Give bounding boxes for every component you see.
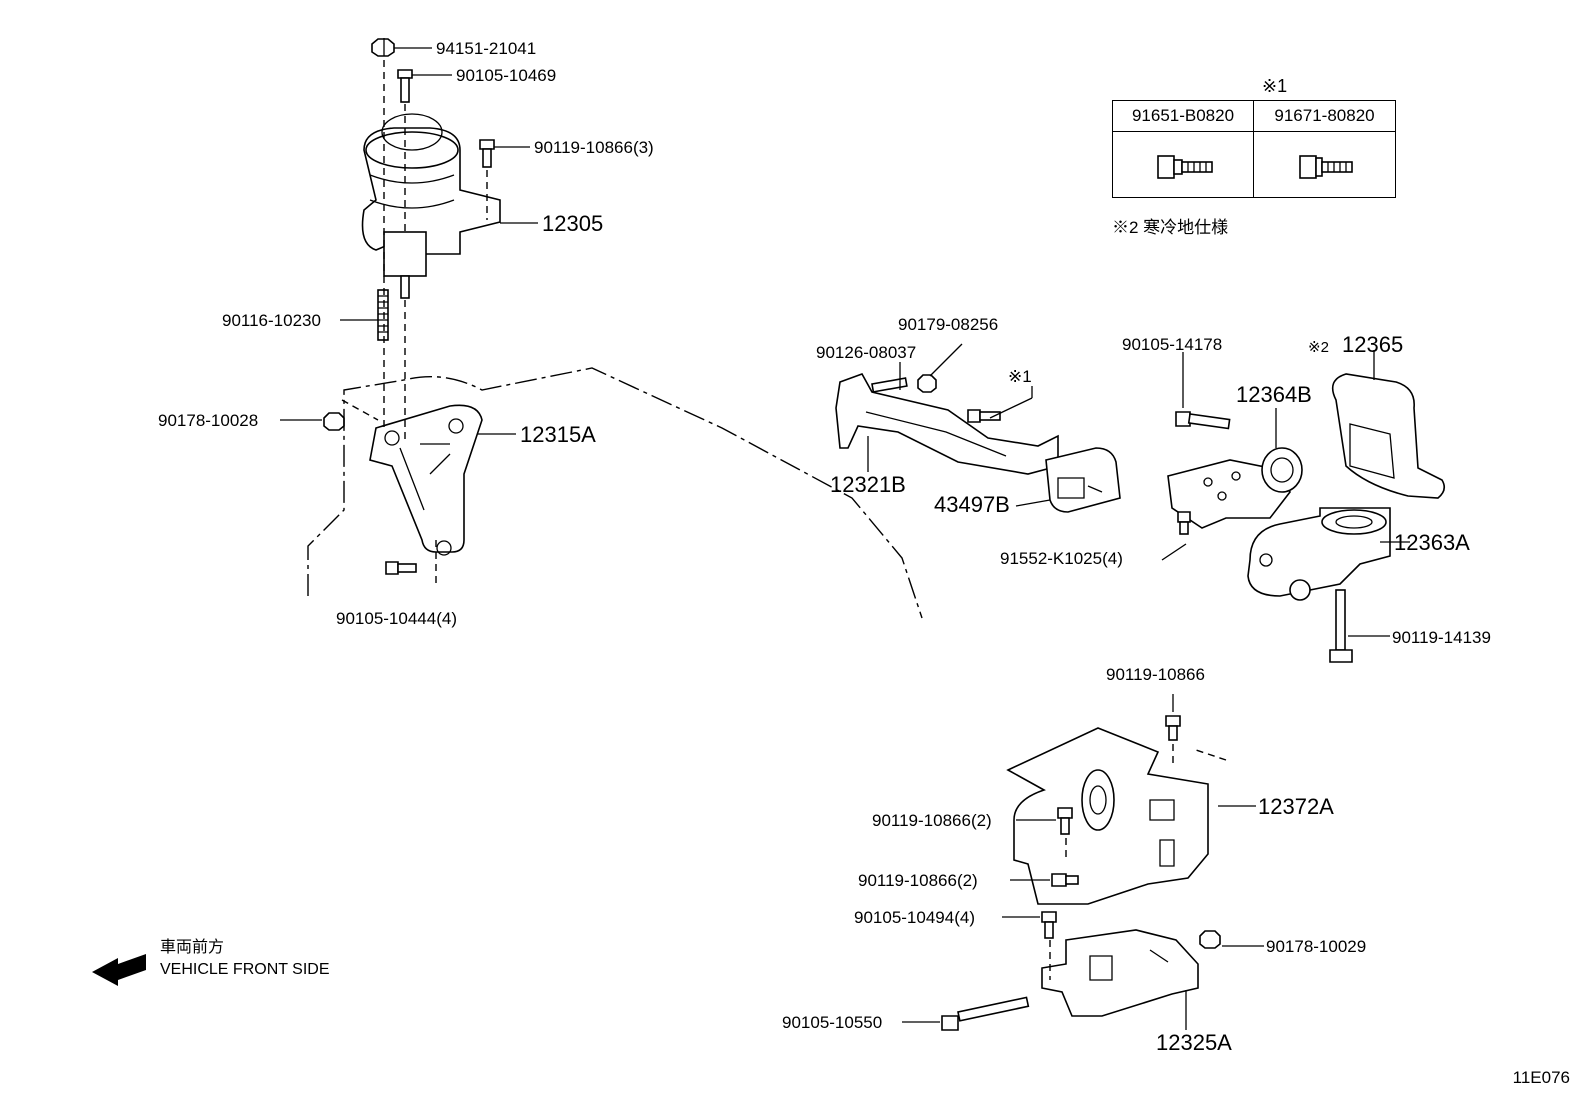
leaders-right-upper: [867, 343, 1410, 637]
bolt-90119-10866-3: [479, 139, 495, 168]
label-90119-10866: 90119-10866: [1106, 665, 1205, 684]
bolt-90119-10866-2a: [1057, 807, 1073, 835]
label-90178-10028: 90178-10028: [158, 411, 258, 430]
mount-12365: [1331, 373, 1446, 499]
label-12315A: 12315A: [520, 422, 596, 447]
part-labels: 94151-21041 90105-10469 90119-10866(3) 1…: [158, 39, 1491, 1055]
table-header-2: 91671-80820: [1254, 101, 1395, 132]
table-heading: ※1: [1262, 76, 1288, 96]
right-lower-mount-group: [941, 715, 1227, 1031]
label-90119-10866-3: 90119-10866(3): [534, 138, 654, 157]
nut-90178-10029: [1199, 930, 1221, 949]
label-90126-08037: 90126-08037: [816, 343, 916, 362]
label-90178-10029: 90178-10029: [1266, 937, 1366, 956]
bolt-90105-10550: [941, 996, 1030, 1031]
label-12305: 12305: [542, 211, 603, 236]
label-90116-10230: 90116-10230: [222, 311, 321, 330]
leaders-right-lower: [902, 694, 1264, 1030]
label-12372A: 12372A: [1258, 794, 1334, 819]
label-90179-08256: 90179-08256: [898, 315, 998, 334]
label-ref1: ※1: [1008, 367, 1032, 386]
washer-bolt-icon: [1299, 155, 1353, 179]
mount-12363A: [1247, 507, 1391, 601]
bolt-90119-10866-2b: [1051, 873, 1079, 887]
table-column-1: 91651-B0820: [1113, 101, 1254, 197]
bracket-12325A: [1041, 929, 1199, 1017]
front-label-jp: 車両前方: [160, 939, 225, 956]
mount-12372A: [1006, 727, 1209, 905]
label-90119-10866-2b: 90119-10866(2): [858, 871, 978, 890]
bolt-91552-K1025-4: [1177, 511, 1191, 535]
leaders-left: [280, 47, 538, 435]
label-90105-14178: 90105-14178: [1122, 335, 1222, 354]
cold-region-note: ※2 寒冷地仕様: [1112, 218, 1229, 237]
bracket-12321B: [835, 373, 1059, 475]
bolt-ref1: [967, 409, 1001, 423]
table-bolt-icons: [1157, 155, 1353, 179]
stud-90116-10230: [377, 289, 389, 341]
flange-bolt-icon: [1157, 155, 1213, 179]
mount-12364B: [1167, 447, 1303, 529]
table-header-1: 91651-B0820: [1113, 101, 1253, 132]
nut-90179-08256: [917, 374, 937, 393]
label-90105-10550: 90105-10550: [782, 1013, 882, 1032]
label-94151-21041: 94151-21041: [436, 39, 536, 58]
bolt-90119-14139: [1329, 589, 1353, 663]
cover-43497B: [1045, 447, 1121, 513]
stud-90126-08037: [871, 377, 908, 393]
bolt-90105-10494-4: [1041, 911, 1057, 939]
label-12325A: 12325A: [1156, 1030, 1232, 1055]
front-arrow-icon: [92, 954, 146, 986]
label-43497B: 43497B: [934, 492, 1010, 517]
right-upper-mount-group: [835, 373, 1446, 663]
bolt-90105-10444-4: [385, 561, 417, 575]
bracket-12315A: [369, 404, 483, 556]
table-column-2: 91671-80820: [1254, 101, 1395, 197]
label-90105-10444-4: 90105-10444(4): [336, 609, 457, 628]
front-label-en: VEHICLE FRONT SIDE: [160, 961, 330, 978]
label-90105-10469: 90105-10469: [456, 66, 556, 85]
label-12364B: 12364B: [1236, 382, 1312, 407]
label-90119-14139: 90119-14139: [1392, 628, 1491, 647]
label-91552-K1025-4: 91552-K1025(4): [1000, 549, 1123, 568]
bolt-90119-10866: [1165, 715, 1181, 741]
bolt-90105-14178: [1175, 411, 1231, 430]
reference-table: 91651-B0820 91671-80820: [1112, 100, 1396, 198]
left-engine-mount-group: [307, 38, 923, 619]
engine-mount-12305: [361, 113, 501, 299]
nut-94151-21041: [371, 38, 395, 57]
vehicle-front-label: 車両前方 VEHICLE FRONT SIDE: [160, 937, 330, 981]
label-12365: 12365: [1342, 332, 1403, 357]
label-90105-10494-4: 90105-10494(4): [854, 908, 975, 927]
label-ref2: ※2: [1308, 339, 1329, 356]
label-12363A: 12363A: [1394, 530, 1470, 555]
nut-90178-10028: [323, 412, 345, 431]
diagram-code: 11E076: [1512, 1068, 1570, 1087]
label-12321B: 12321B: [830, 472, 906, 497]
label-90119-10866-2a: 90119-10866(2): [872, 811, 992, 830]
bolt-90105-10469: [397, 69, 413, 103]
